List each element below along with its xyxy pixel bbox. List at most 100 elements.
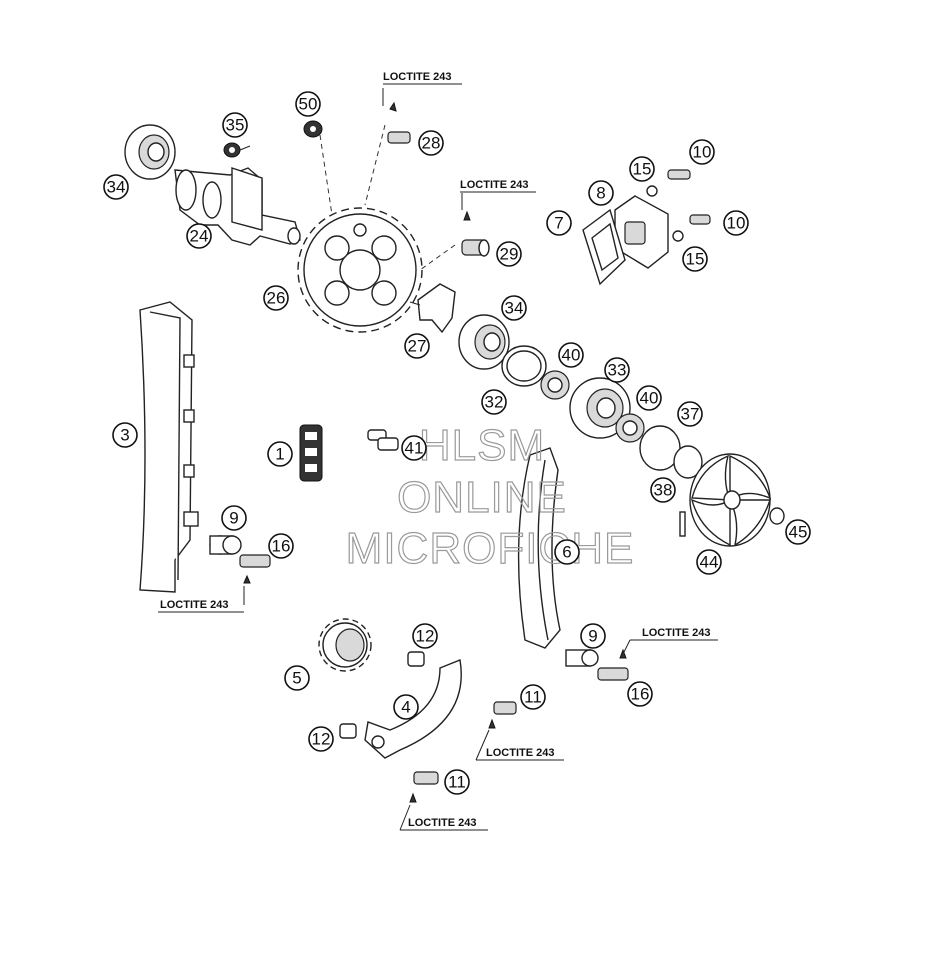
watermark-line-1: HLSM	[419, 421, 545, 470]
svg-text:38: 38	[654, 481, 673, 500]
svg-text:7: 7	[554, 214, 563, 233]
bolt-29-part	[461, 210, 490, 257]
dowel-12-upper-part	[407, 651, 425, 667]
bolt-16-left-part	[239, 554, 271, 584]
watermark-line-3: MICROFICHE	[346, 524, 635, 573]
callout-28: 28	[418, 130, 444, 156]
loctite-label: LOCTITE 243	[400, 817, 488, 831]
svg-text:50: 50	[299, 95, 318, 114]
tensioner-8-part	[582, 195, 669, 286]
bolt-16-right-part	[597, 648, 629, 681]
callout-34: 34	[103, 174, 129, 200]
pin-part	[679, 511, 686, 537]
svg-text:8: 8	[596, 184, 605, 203]
timing-chain-1-part	[299, 424, 323, 482]
callout-6: 6	[554, 539, 580, 565]
svg-text:27: 27	[408, 337, 427, 356]
svg-text:LOCTITE 243: LOCTITE 243	[160, 599, 228, 611]
svg-text:40: 40	[562, 346, 581, 365]
bearing-34-upper-part	[124, 124, 176, 180]
svg-text:9: 9	[588, 627, 597, 646]
part-27-part	[409, 283, 456, 334]
watermark: HLSM ONLINE MICROFICHE	[345, 420, 635, 573]
watermark-line-2: ONLINE	[397, 473, 567, 522]
impeller-44-part	[689, 453, 772, 547]
callout-11: 11	[520, 684, 546, 710]
callout-5: 5	[284, 665, 310, 691]
callout-8: 8	[588, 180, 614, 206]
callout-12: 12	[412, 623, 438, 649]
callout-41: 41	[401, 435, 427, 461]
callout-9: 9	[221, 505, 247, 531]
camshaft-24-part	[174, 167, 301, 246]
callout-9: 9	[580, 623, 606, 649]
svg-text:15: 15	[686, 250, 705, 269]
callout-45: 45	[785, 519, 811, 545]
callout-24: 24	[186, 223, 212, 249]
callout-35: 35	[222, 112, 248, 138]
svg-text:LOCTITE 243: LOCTITE 243	[460, 179, 528, 191]
svg-text:33: 33	[608, 361, 627, 380]
svg-text:12: 12	[312, 730, 331, 749]
bearing-34-lower-part	[458, 314, 510, 370]
ring-32-part	[501, 345, 547, 387]
svg-text:35: 35	[226, 116, 245, 135]
callout-50: 50	[295, 91, 321, 117]
svg-text:11: 11	[524, 688, 542, 707]
svg-text:45: 45	[789, 523, 808, 542]
callout-12: 12	[308, 726, 334, 752]
svg-text:LOCTITE 243: LOCTITE 243	[642, 627, 710, 639]
callout-4: 4	[393, 694, 419, 720]
seal-40-upper-part	[540, 370, 570, 400]
svg-text:28: 28	[422, 134, 441, 153]
callout-1: 1	[267, 441, 293, 467]
callout-40: 40	[558, 342, 584, 368]
svg-text:40: 40	[640, 389, 659, 408]
chain-link-41-part	[367, 429, 399, 451]
callout-15: 15	[629, 156, 655, 182]
svg-text:LOCTITE 243: LOCTITE 243	[486, 747, 554, 759]
callout-10: 10	[689, 139, 715, 165]
svg-text:5: 5	[292, 669, 301, 688]
bolt-11-upper-part	[488, 701, 517, 729]
svg-text:1: 1	[275, 445, 284, 464]
callout-32: 32	[481, 389, 507, 415]
svg-text:9: 9	[229, 509, 238, 528]
callout-26: 26	[263, 285, 289, 311]
loctite-label: LOCTITE 243	[383, 71, 462, 85]
svg-text:12: 12	[416, 627, 435, 646]
loctite-label: LOCTITE 243	[158, 599, 244, 613]
svg-text:37: 37	[681, 405, 700, 424]
bolt-28-part	[387, 101, 411, 144]
svg-text:10: 10	[727, 214, 746, 233]
callout-34: 34	[501, 295, 527, 321]
svg-text:44: 44	[700, 553, 719, 572]
loctite-label: LOCTITE 243	[476, 747, 564, 761]
loctite-label: LOCTITE 243	[460, 179, 536, 193]
chain-rail-3-part	[139, 301, 199, 593]
callout-38: 38	[650, 477, 676, 503]
washer-15-part	[646, 185, 684, 242]
svg-text:LOCTITE 243: LOCTITE 243	[408, 817, 476, 829]
callout-10: 10	[723, 210, 749, 236]
callout-27: 27	[404, 333, 430, 359]
callout-40: 40	[636, 385, 662, 411]
callout-44: 44	[696, 549, 722, 575]
bolt-10-part	[667, 169, 711, 225]
dowel-12-lower-part	[339, 723, 357, 739]
bearing-35-part	[223, 142, 251, 158]
svg-text:4: 4	[401, 698, 410, 717]
svg-text:10: 10	[693, 143, 712, 162]
pulley-33-part	[569, 377, 631, 439]
svg-text:3: 3	[120, 426, 129, 445]
callout-3: 3	[112, 422, 138, 448]
callout-33: 33	[604, 357, 630, 383]
callout-15: 15	[682, 246, 708, 272]
bolt-11-lower-part	[409, 771, 439, 803]
spacer-9-left-part	[209, 535, 242, 555]
svg-text:34: 34	[107, 178, 126, 197]
callout-7: 7	[546, 210, 572, 236]
nut-50-part	[303, 120, 323, 138]
svg-text:24: 24	[190, 227, 209, 246]
